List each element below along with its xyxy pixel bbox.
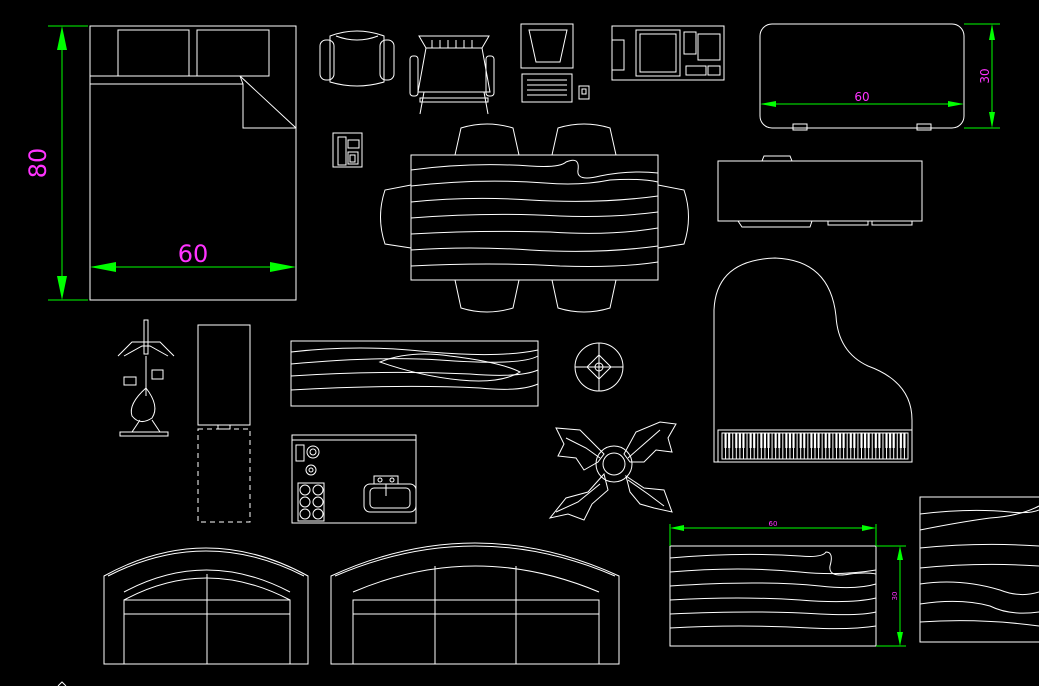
cursor-marker [57,681,67,686]
piano-black-key [803,433,806,448]
sideboard-width-dimension [760,101,964,107]
wood-bench [290,340,539,407]
bed-width-dimension [90,262,296,272]
panel-depth-label: 30 [891,592,899,601]
piano-black-key [760,433,763,448]
piano-black-key [738,433,741,448]
piano-black-key [889,433,892,448]
armchair-topview [319,30,395,87]
panel-width-dimension [669,524,877,546]
wood-panel [669,545,877,647]
sideboard [759,23,965,131]
piano-black-key [867,433,870,448]
bed-width-label: 60 [178,240,209,268]
piano-black-key [892,433,895,448]
sideboard-width-label: 60 [854,90,869,104]
piano-black-key [728,433,731,448]
piano-black-key [849,433,852,448]
piano-black-key [742,433,745,448]
piano-black-key [878,433,881,448]
panel-width-label: 60 [769,520,778,528]
piano-black-key [778,433,781,448]
tv-cabinet [717,155,923,228]
piano-black-key [774,433,777,448]
piano-black-key [735,433,738,448]
sideboard-depth-label: 30 [978,68,992,83]
piano-keys [724,433,906,459]
piano-black-key [864,433,867,448]
bed-height-label: 80 [24,148,52,179]
piano-black-key [753,433,756,448]
dining-table [380,123,689,313]
floor-lamp [117,319,175,437]
piano-black-key [792,433,795,448]
piano-black-key [899,433,902,448]
panel-depth-dimension [876,545,906,647]
kitchen-counter [291,434,417,524]
sideboard-depth-dimension [964,23,1000,129]
piano-black-key [724,433,727,448]
piano-black-key [853,433,856,448]
piano-black-key [785,433,788,448]
piano-black-key [874,433,877,448]
piano-black-key [767,433,770,448]
piano-black-key [799,433,802,448]
piano-black-key [824,433,827,448]
round-side-table [574,342,624,392]
telephone [332,132,363,168]
grand-piano [713,257,913,463]
piano-black-key [828,433,831,448]
dining-chair [409,35,495,115]
bed [89,25,297,301]
piano-black-key [813,433,817,448]
sofa-three-seat [330,542,620,665]
piano-black-key [838,433,842,448]
potted-plant [548,421,677,521]
piano-black-key [749,433,752,448]
piano-black-key [817,433,820,448]
piano-black-key [903,433,906,448]
sofa-two-seat [103,547,309,665]
piano-black-key [835,433,838,448]
computer-workstation [520,23,590,103]
piano-black-key [788,433,792,448]
wardrobe [197,324,251,523]
piano-black-key [763,433,766,448]
desk-computer [611,25,725,81]
piano-black-key [842,433,845,448]
wood-panel-partial [919,496,1039,643]
piano-black-key [810,433,813,448]
bed-height-dimension [48,25,88,301]
piano-black-key [885,433,888,448]
piano-black-key [860,433,863,448]
